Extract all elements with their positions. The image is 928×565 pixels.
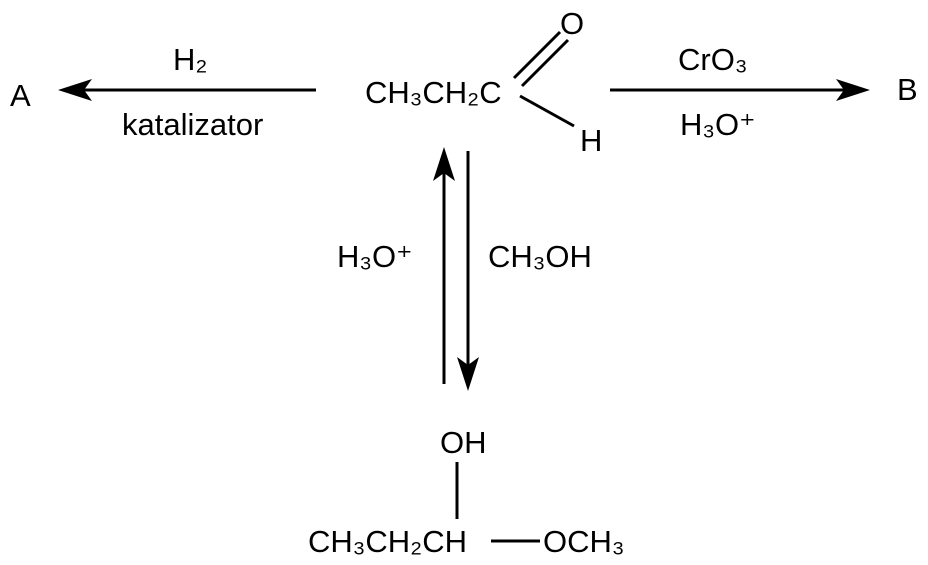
right-reagent-below: H₃O⁺ <box>680 107 756 142</box>
right-reagent-above: CrO₃ <box>678 42 747 77</box>
product-b-label: B <box>897 72 918 107</box>
equilibrium-up-arrow-head <box>433 147 455 181</box>
reactant-oxygen: O <box>560 6 584 41</box>
hemiacetal-hydroxyl: OH <box>440 425 487 460</box>
reactant-ethyl-group: CH₃CH₂C <box>365 75 502 110</box>
left-arrow-head <box>58 79 92 101</box>
equilibrium-forward-reagent: CH₃OH <box>488 239 592 274</box>
equilibrium-reverse-reagent: H₃O⁺ <box>337 239 413 274</box>
hemiacetal-chain: CH₃CH₂CH <box>308 524 467 559</box>
product-a-label: A <box>10 78 31 113</box>
hemiacetal-methoxy: OCH₃ <box>543 524 625 559</box>
left-reagent-above: H₂ <box>173 42 207 77</box>
reactant-hydrogen: H <box>580 123 602 158</box>
carbonyl-bond-1 <box>512 30 562 80</box>
left-reagent-below: katalizator <box>122 107 263 142</box>
right-arrow-head <box>836 79 870 101</box>
equilibrium-down-arrow-head <box>457 357 479 391</box>
aldehyde-h-bond <box>519 94 575 128</box>
carbonyl-bond-2 <box>520 38 570 88</box>
